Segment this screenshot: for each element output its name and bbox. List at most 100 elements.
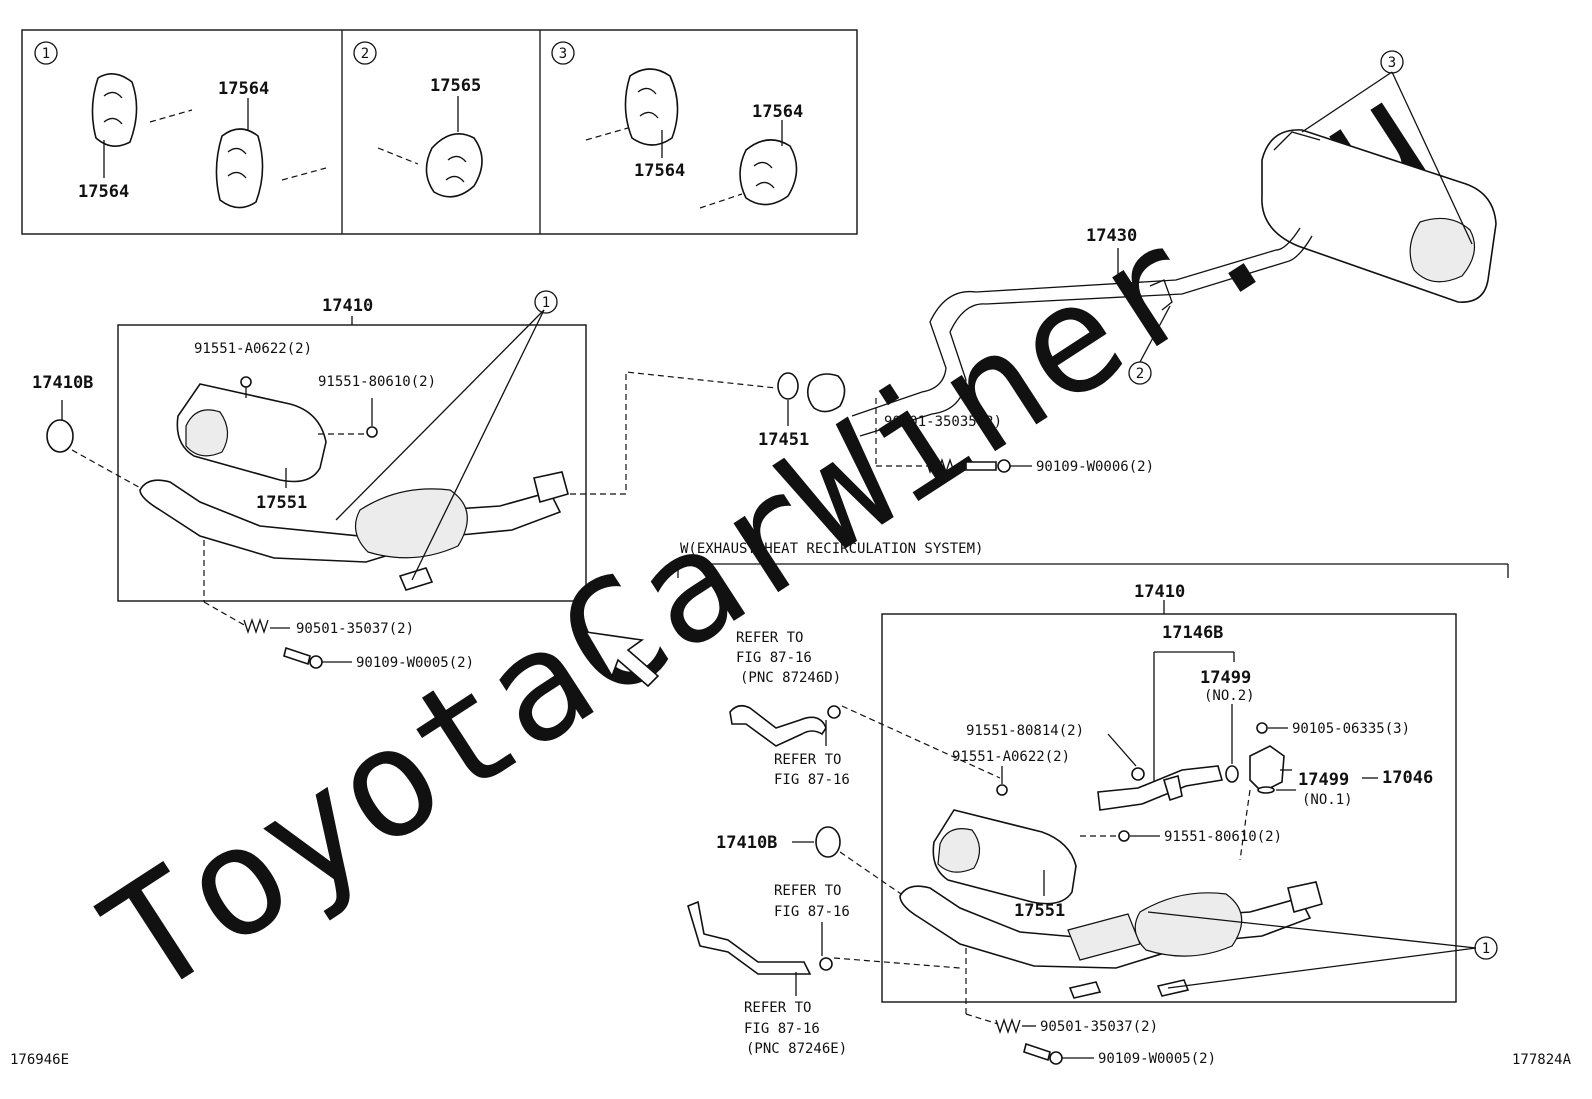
- panel-1-label-b: 17564: [218, 79, 269, 99]
- gasket-ring-icon: [46, 419, 74, 453]
- label-bolt-80610-lower: 91551-80610(2): [1164, 829, 1282, 845]
- ref3-line2: FIG 87-16: [774, 904, 850, 920]
- hanger-hole-icon: [227, 147, 247, 179]
- hanger-bracket-icon: [1149, 279, 1173, 311]
- callout-2: 2: [1136, 366, 1144, 382]
- hidden-line: [841, 705, 1001, 779]
- hanger-cushion-icon: [739, 139, 798, 206]
- upper-converter-assembly: 17410 17410B 91551-A0622(2) 91551-80610(…: [32, 290, 587, 671]
- hidden-line: [1239, 789, 1251, 861]
- leader-line: [1147, 911, 1477, 949]
- spring-icon: [243, 617, 269, 635]
- exhaust-pipe-icon: [859, 235, 1313, 437]
- panel-2-label: 17565: [430, 76, 481, 96]
- heat-insulator-end-icon: [185, 409, 229, 457]
- bolt-head-icon: [309, 655, 323, 669]
- pipe-flange-icon: [806, 373, 846, 413]
- assembly-frame: [881, 613, 1457, 1003]
- hanger-hole-icon: [637, 87, 659, 119]
- panel-1: 1 17564 17564: [34, 41, 327, 209]
- callout-circle: [34, 41, 58, 65]
- lower-section: W(EXHAUST HEAT RECIRCULATION SYSTEM) 174…: [677, 541, 1509, 1067]
- hidden-line: [965, 1013, 999, 1025]
- panel-3-label-a: 17564: [634, 161, 685, 181]
- label-spring-35037-upper: 90501-35037(2): [296, 621, 414, 637]
- label-17430: 17430: [1086, 226, 1137, 246]
- label-bolt-80610-upper: 91551-80610(2): [318, 374, 436, 390]
- hanger-bracket-icon: [1273, 131, 1321, 151]
- exhaust-pipe-icon: [851, 227, 1301, 417]
- converter-body-icon: [354, 488, 468, 559]
- callout-circle: [353, 41, 377, 65]
- callout-circle: [1474, 936, 1498, 960]
- ref2-line2: FIG 87-16: [774, 772, 850, 788]
- hidden-line: [839, 851, 905, 897]
- water-hose-icon: [687, 900, 812, 975]
- callout-3: 3: [1388, 55, 1396, 71]
- ref4-line3: (PNC 87246E): [746, 1041, 847, 1057]
- tailpipe-outlet-icon: [1409, 217, 1476, 283]
- gasket-ring-icon: [815, 826, 841, 858]
- hose-clamp-icon: [819, 957, 833, 971]
- callout-circle: [534, 290, 558, 314]
- callout-circle: [1128, 361, 1152, 385]
- label-17046: 17046: [1382, 768, 1433, 788]
- ref3-line1: REFER TO: [774, 883, 841, 899]
- leader-line: [1139, 305, 1171, 363]
- bolt-head-icon: [240, 376, 252, 388]
- bolt-head-icon: [996, 784, 1008, 796]
- egr-cooler-icon: [1067, 913, 1141, 961]
- leader-line: [1391, 71, 1473, 245]
- callout-1-upper: 1: [542, 295, 550, 311]
- bolt-head-icon: [1118, 830, 1130, 842]
- hanger-hole-icon: [445, 155, 467, 183]
- pin-line: [585, 127, 629, 141]
- outlet-flange-icon: [1287, 881, 1323, 913]
- spring-icon: [925, 457, 955, 475]
- bolt-icon: [283, 646, 311, 666]
- hidden-line: [833, 957, 961, 969]
- label-bolt-a0622-upper: 91551-A0622(2): [194, 341, 312, 357]
- direction-arrow-icon: [584, 630, 660, 688]
- water-hose-icon: [729, 704, 827, 747]
- panel-1-label-a: 17564: [78, 182, 129, 202]
- label-17551-upper: 17551: [256, 493, 307, 513]
- label-17499-no1-note: (NO.1): [1302, 792, 1353, 808]
- outlet-flange-icon: [533, 471, 569, 503]
- callout-1-lower: 1: [1482, 941, 1490, 957]
- leader-line: [1301, 71, 1393, 133]
- pin-line: [699, 193, 743, 209]
- label-17499-no1: 17499: [1298, 770, 1349, 790]
- label-spring-35037-lower: 90501-35037(2): [1040, 1019, 1158, 1035]
- pin-line: [281, 167, 327, 181]
- gasket-ring-icon: [777, 372, 799, 400]
- leader-line: [1167, 947, 1477, 989]
- hanger-bracket-icon: [1068, 981, 1102, 999]
- leader-line: [1107, 733, 1137, 767]
- panel-1-callout: 1: [42, 46, 50, 62]
- label-bolt-06335: 90105-06335(3): [1292, 721, 1410, 737]
- ref4-line2: FIG 87-16: [744, 1021, 820, 1037]
- label-bolt-w0005-upper: 90109-W0005(2): [356, 655, 474, 671]
- pipe-bracket-icon: [1163, 774, 1183, 802]
- leader-line: [335, 309, 545, 521]
- footer-left-code: 176946E: [10, 1052, 69, 1068]
- bolt-icon: [965, 461, 997, 471]
- label-17499-no2: 17499: [1200, 668, 1251, 688]
- egr-pipe-icon: [1097, 765, 1224, 811]
- panel-3-label-b: 17564: [752, 102, 803, 122]
- gasket-icon: [1257, 786, 1275, 794]
- header-frame: [21, 29, 858, 235]
- muffler-assembly: 3 2 17430 17451 90501-35035(2) 90109-W00…: [758, 50, 1497, 475]
- label-17410-lower: 17410: [1134, 582, 1185, 602]
- bolt-head-icon: [997, 459, 1011, 473]
- panel-3-callout: 3: [559, 46, 567, 62]
- hidden-line: [71, 449, 145, 491]
- hanger-cushion-icon: [91, 73, 138, 147]
- label-spring-35035: 90501-35035(2): [884, 414, 1002, 430]
- gasket-ring-icon: [1225, 765, 1239, 783]
- label-17146b: 17146B: [1162, 623, 1223, 643]
- label-bolt-w0005-lower: 90109-W0005(2): [1098, 1051, 1216, 1067]
- leader-line: [411, 309, 545, 581]
